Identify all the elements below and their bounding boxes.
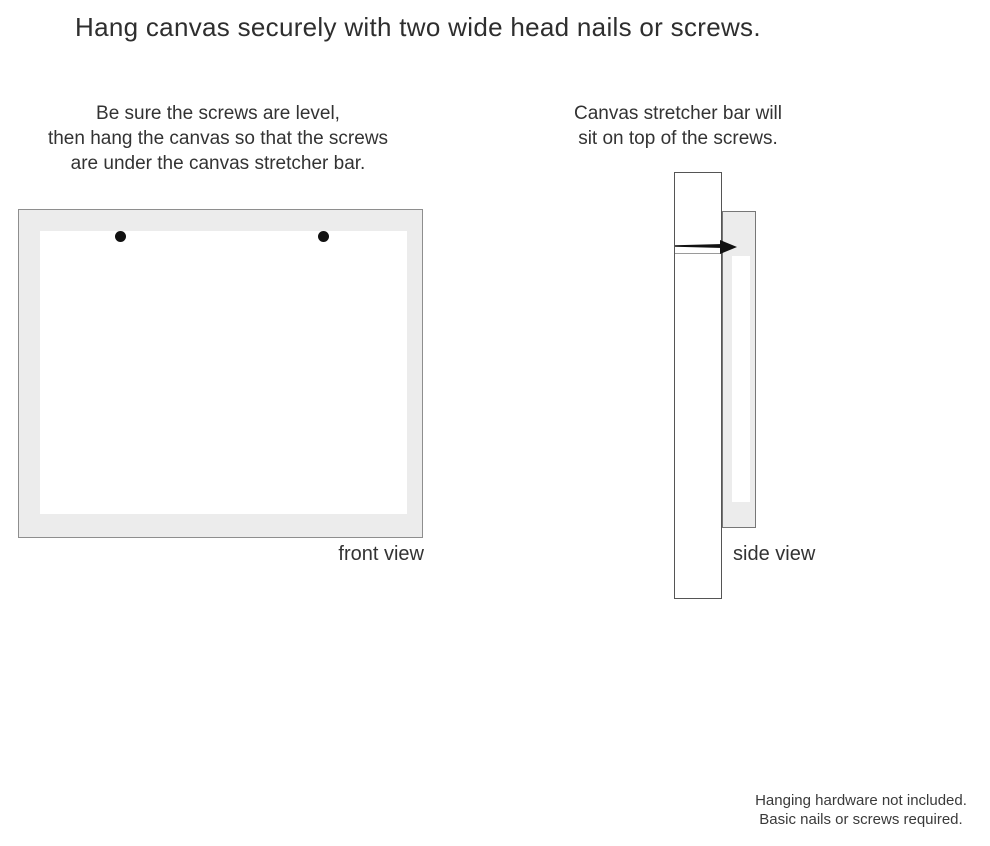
wall-bar xyxy=(674,172,722,599)
canvas-side-face xyxy=(732,256,750,502)
nail-shaft-icon xyxy=(675,244,723,248)
side-view-instructions: Canvas stretcher bar will sit on top of … xyxy=(533,101,823,151)
screw-left-icon xyxy=(115,231,126,242)
front-view-instructions: Be sure the screws are level, then hang … xyxy=(18,101,418,176)
nail-head-icon xyxy=(720,240,737,254)
side-view-label: side view xyxy=(733,543,816,565)
instruction-line: then hang the canvas so that the screws xyxy=(47,128,389,149)
footnote-line: Basic nails or screws required. xyxy=(759,811,963,828)
hardware-footnote: Hanging hardware not included. Basic nai… xyxy=(741,791,981,829)
canvas-front-face xyxy=(40,231,407,514)
instruction-line: Be sure the screws are level, xyxy=(96,103,340,124)
instruction-line: sit on top of the screws. xyxy=(578,128,778,149)
instruction-line: Canvas stretcher bar will xyxy=(573,103,783,124)
footnote-line: Hanging hardware not included. xyxy=(755,792,967,809)
canvas-front-frame xyxy=(18,209,423,538)
page-title: Hang canvas securely with two wide head … xyxy=(75,12,761,42)
screw-right-icon xyxy=(318,231,329,242)
instruction-line: are under the canvas stretcher bar. xyxy=(70,153,366,174)
front-view-label: front view xyxy=(338,543,424,565)
nail-guide-line xyxy=(675,253,721,254)
canvas-side-bar xyxy=(722,211,756,528)
